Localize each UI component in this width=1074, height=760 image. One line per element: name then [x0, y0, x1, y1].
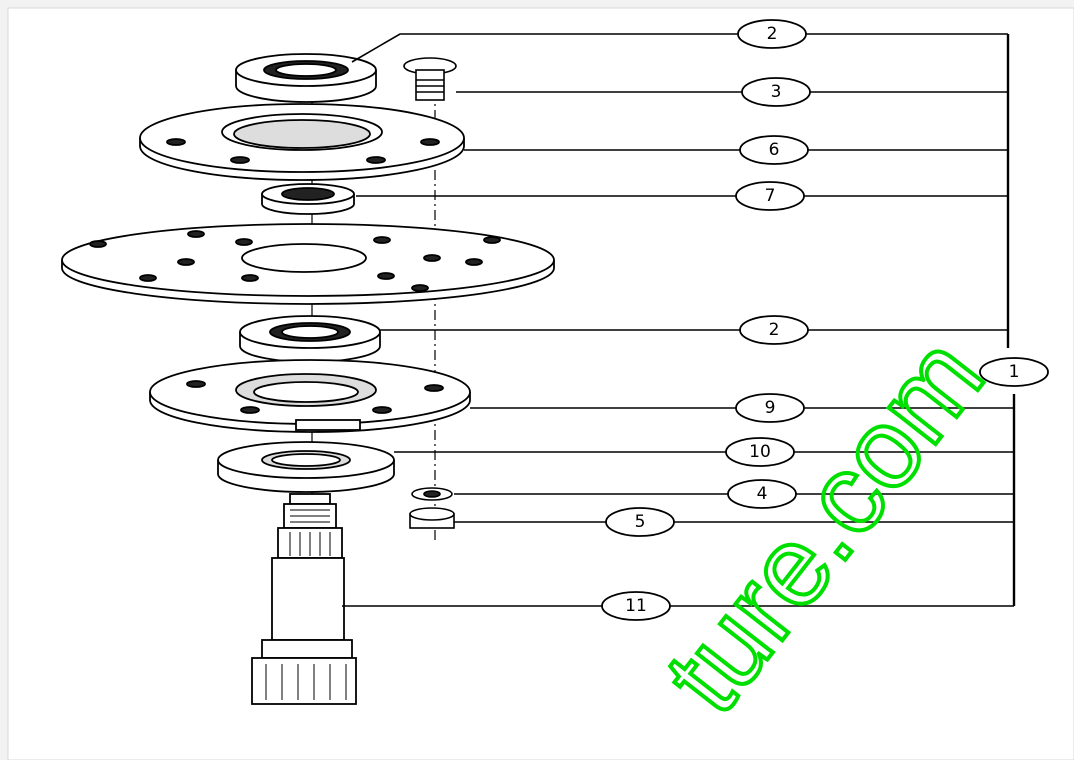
assembly-number: 1 [1009, 362, 1020, 382]
callout-4: 7 [735, 181, 805, 211]
part-nut [409, 507, 455, 529]
callout-number: 5 [635, 512, 646, 532]
callout-5: 2 [739, 315, 809, 345]
part-flange-lower [149, 359, 471, 433]
callout-number: 2 [767, 24, 778, 44]
callout-number: 10 [749, 442, 771, 462]
callout-6: 9 [735, 393, 805, 423]
callout-number: 3 [771, 82, 782, 102]
part-gear-ring [217, 441, 395, 493]
callout-number: 11 [625, 596, 647, 616]
callout-bubble [735, 393, 805, 423]
callout-bubble [725, 437, 795, 467]
callout-2: 3 [741, 77, 811, 107]
part-large-plate [61, 223, 555, 305]
callout-number: 9 [765, 398, 776, 418]
callout-number: 7 [765, 186, 776, 206]
callout-bubble [979, 357, 1049, 387]
callout-bubble [739, 315, 809, 345]
callout-bubble [739, 135, 809, 165]
callout-bubble [727, 479, 797, 509]
callout-10: 11 [601, 591, 671, 621]
part-bearing-middle [239, 315, 381, 363]
assembly-bracket [1006, 34, 1016, 606]
callout-1: 2 [737, 19, 807, 49]
callout-bubble [605, 507, 675, 537]
callout-number: 2 [769, 320, 780, 340]
callout-bubble [737, 19, 807, 49]
part-ring-small [261, 183, 355, 215]
leader-lines [342, 33, 1014, 607]
part-bearing-top [235, 53, 377, 103]
callout-number: 4 [757, 484, 768, 504]
callout-bubble [601, 591, 671, 621]
callout-assembly: 1 [979, 357, 1049, 387]
part-washer [411, 487, 453, 501]
callout-9: 5 [605, 507, 675, 537]
callout-bubble [735, 181, 805, 211]
callout-3: 6 [739, 135, 809, 165]
callout-bubble [741, 77, 811, 107]
callout-8: 4 [727, 479, 797, 509]
callout-number: 6 [769, 140, 780, 160]
part-bolt [403, 57, 457, 101]
part-shaft [251, 493, 357, 705]
part-flange-upper [139, 103, 465, 181]
callout-7: 10 [725, 437, 795, 467]
